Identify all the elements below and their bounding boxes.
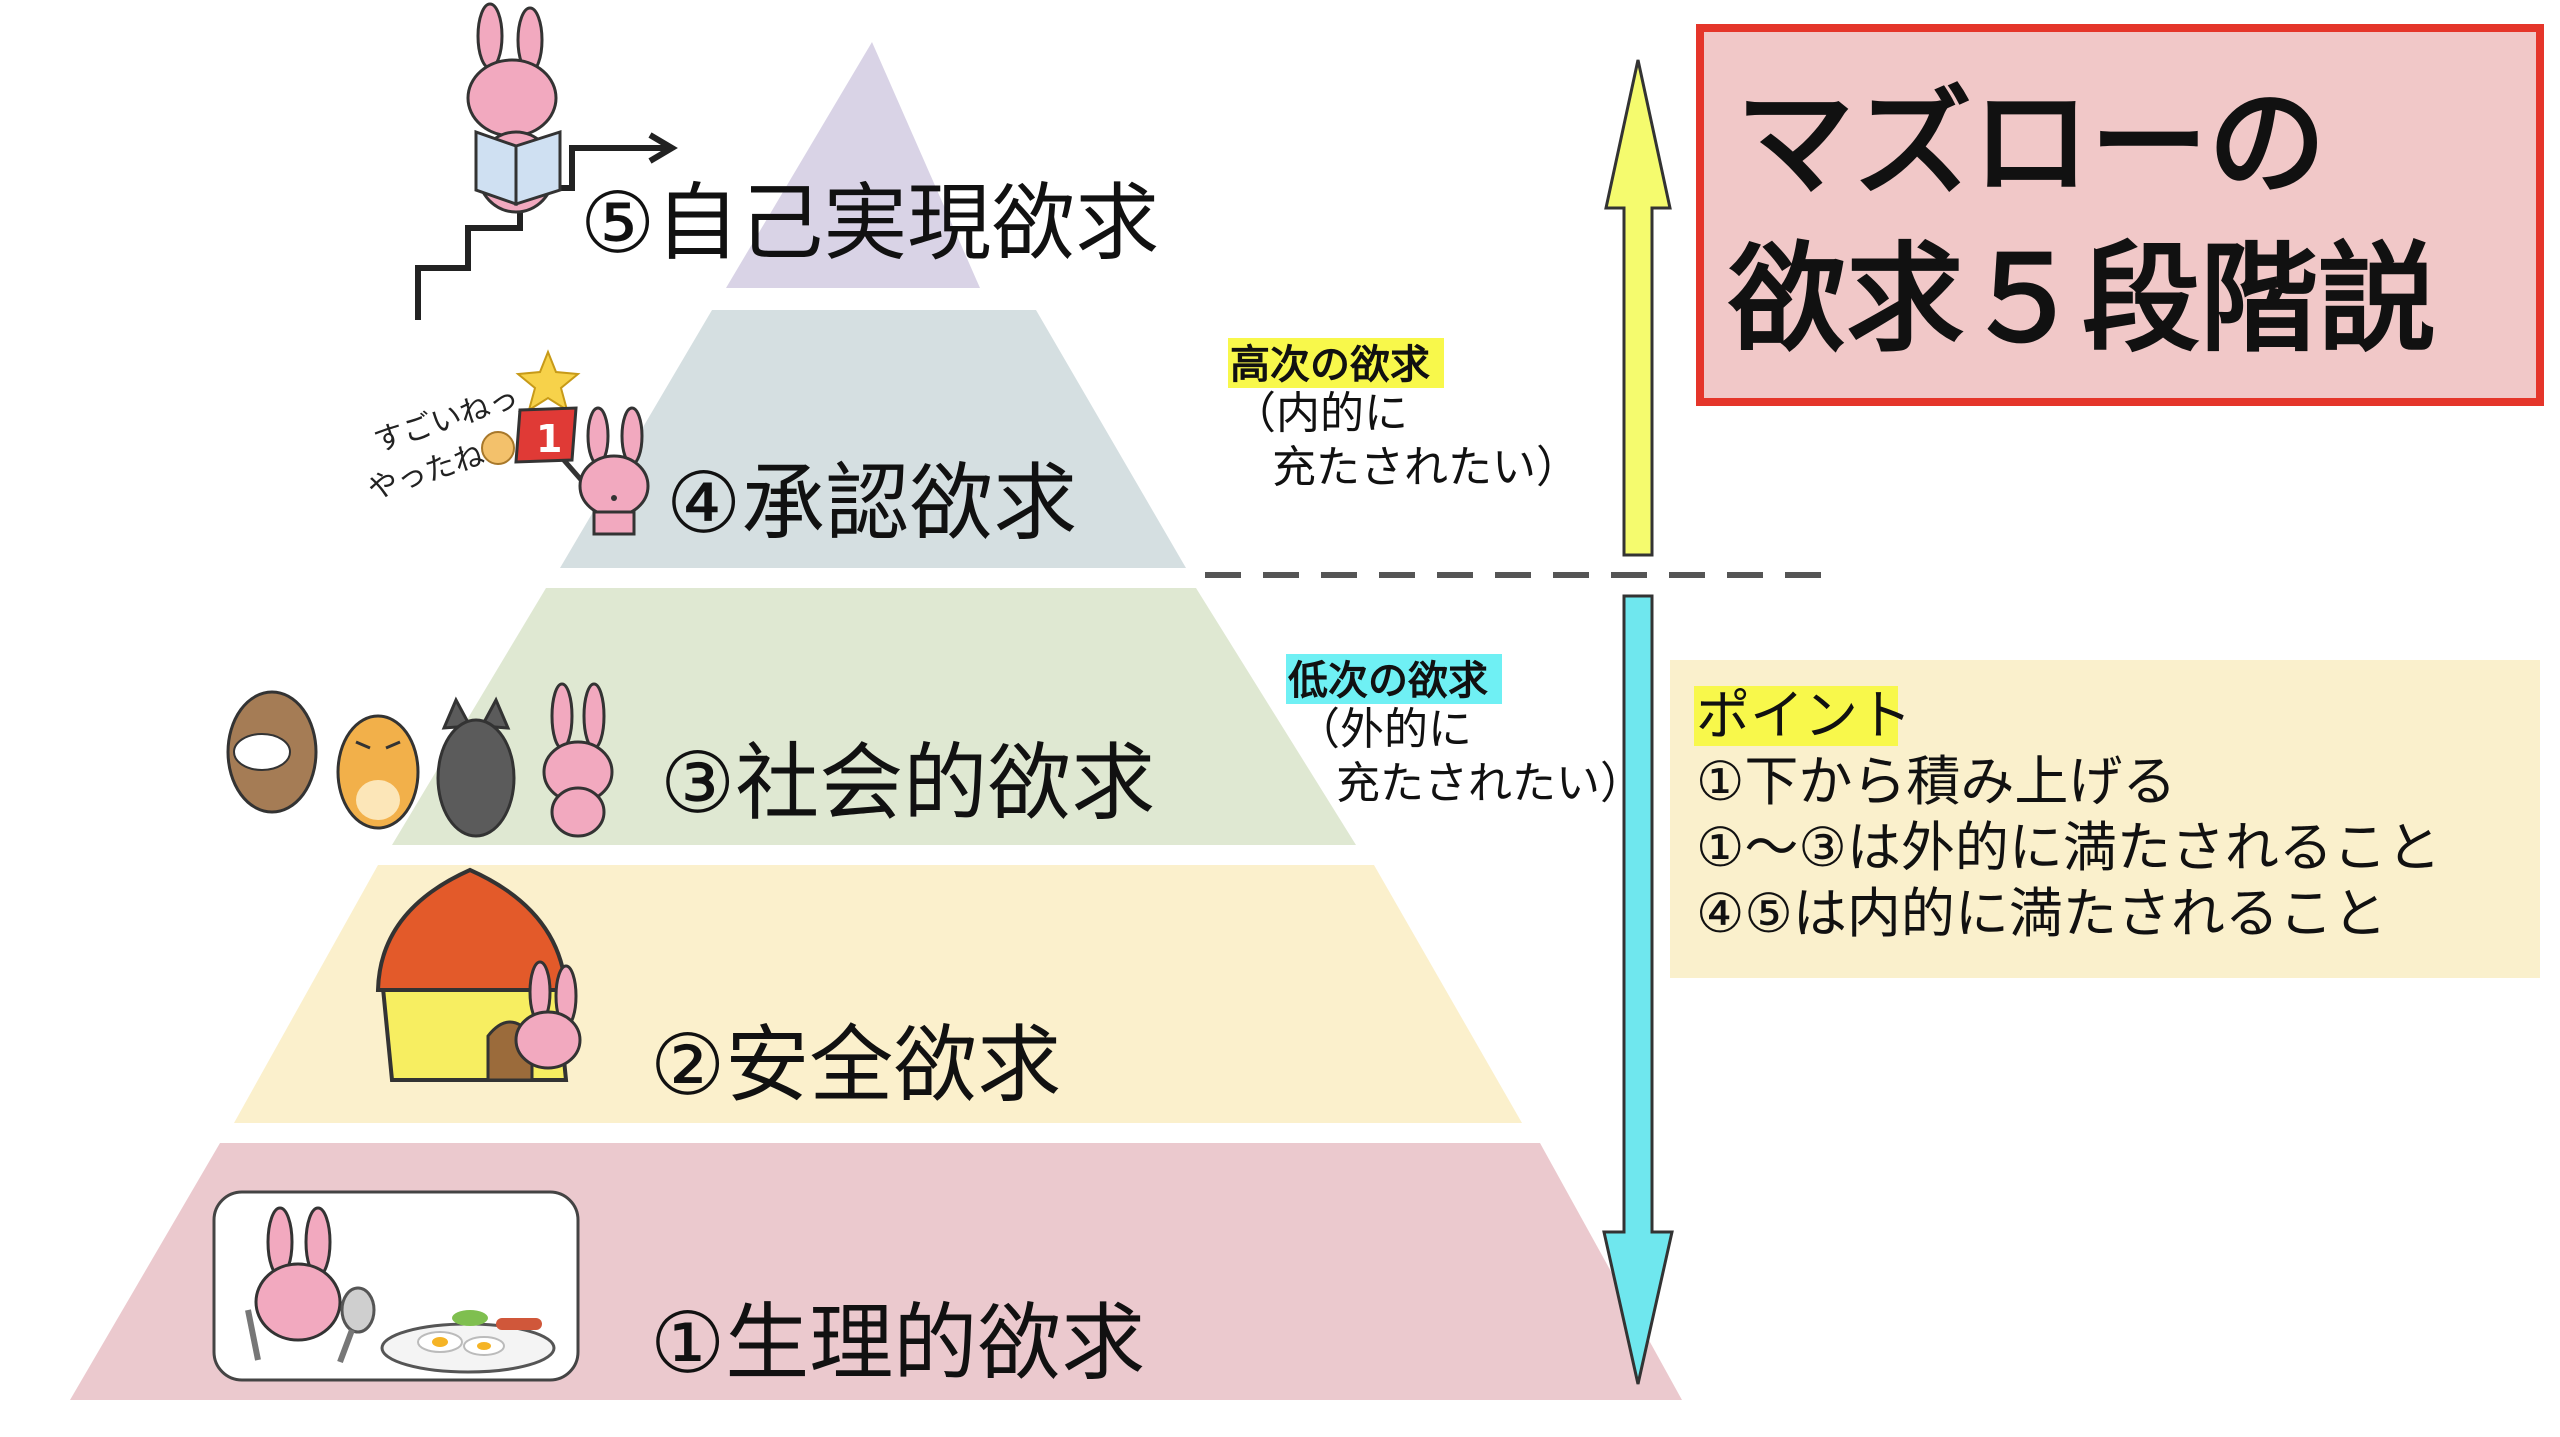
rabbit-reading-on-stairs-icon (415, 2, 678, 320)
points-item-2: ①〜③は外的に満たされること (1696, 816, 2441, 879)
rabbit-in-house-icon (375, 867, 582, 1082)
points-heading: ポイント (1696, 684, 1912, 747)
level-4-label: ④承認欲求 (666, 454, 1077, 552)
higher-needs-arrow (1604, 59, 1672, 557)
wolf-icon (226, 690, 318, 814)
rabbit-icon (542, 682, 614, 838)
higher-needs-line2: 充たされたい） (1272, 442, 1580, 493)
level-5-label: ⑤自己実現欲求 (580, 174, 1159, 272)
title-line2: 欲求５段階説 (1727, 230, 2436, 368)
rabbit-with-meal-icon (212, 1190, 580, 1382)
lower-needs-line1: （外的に (1296, 704, 1472, 755)
points-item-1: ①下から積み上げる (1696, 750, 2176, 813)
lower-needs-arrow (1602, 594, 1674, 1385)
tiger-icon (336, 714, 420, 830)
spoon-icon (340, 1286, 376, 1334)
title-box: マズローの 欲求５段階説 (1696, 24, 2544, 406)
animal-friends-icon (226, 682, 614, 838)
higher-needs-line1: （内的に (1232, 388, 1408, 439)
fork-icon (245, 1309, 261, 1361)
level-1-label: ①生理的欲求 (650, 1294, 1145, 1392)
points-item-3: ④⑤は内的に満たされること (1696, 882, 2387, 945)
title-line1: マズローの (1736, 74, 2326, 212)
svg-text:1: 1 (536, 417, 562, 461)
cat-icon (436, 696, 516, 838)
level-3-label: ③社会的欲求 (660, 734, 1155, 832)
pyramid-level-4 (560, 310, 1186, 568)
rabbit-with-first-place-flag-icon: 1 すごいねっ やったね (364, 349, 650, 536)
higher-needs-tag: 高次の欲求 (1230, 342, 1430, 388)
star-icon (515, 349, 581, 413)
level-2-label: ②安全欲求 (650, 1016, 1061, 1114)
higher-needs-note: 高次の欲求 （内的に 充たされたい） (1228, 338, 1580, 493)
lower-needs-line2: 充たされたい） (1336, 758, 1644, 809)
points-box: ポイント ①下から積み上げる ①〜③は外的に満たされること ④⑤は内的に満たされ… (1670, 660, 2540, 978)
pyramid-level-3 (392, 588, 1356, 845)
pyramid-level-5 (726, 42, 980, 288)
lower-needs-note: 低次の欲求 （外的に 充たされたい） (1286, 654, 1644, 809)
lower-needs-tag: 低次の欲求 (1288, 658, 1488, 704)
